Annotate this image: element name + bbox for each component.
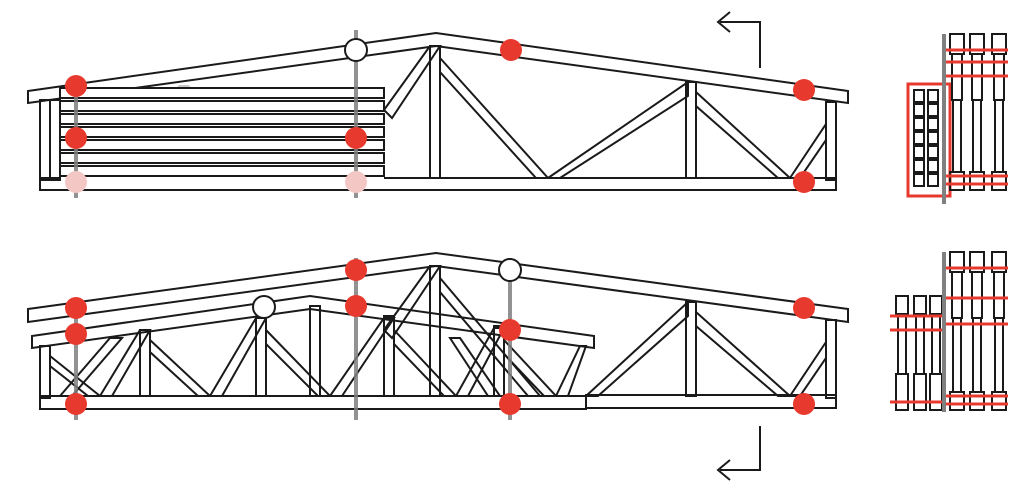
stack-end-post [39,99,61,181]
section-small-base [895,373,909,411]
connection-dot [499,393,521,415]
stack-plank [59,87,385,99]
connection-dot [500,39,522,61]
section-stack-plank [913,89,925,103]
section-stack-plank [927,103,939,117]
section-small-base [913,373,927,411]
section-small-cap [895,295,909,315]
connection-dot [345,295,367,317]
pivot-circle [344,38,368,62]
section-web [993,271,1005,319]
connection-dot [499,319,521,341]
section-stack-plank [913,173,925,187]
top-section-view [906,33,1008,204]
section-small-base [929,373,943,411]
connection-dot [345,259,367,281]
section-stack-plank [913,159,925,173]
top-stacked-planks [39,87,385,184]
connection-dot [65,297,87,319]
pivot-circle [252,295,276,319]
section-small-cap [913,295,927,315]
connection-dot [793,171,815,193]
connection-dot [345,171,367,193]
section-stack-plank [913,103,925,117]
top-main-truss-top-chord [27,31,849,105]
section-stack-plank [927,173,939,187]
bottom-secondary-truss-web [39,305,588,399]
connection-dot [345,127,367,149]
section-stack-plank [927,131,939,145]
stack-plank [59,152,385,164]
section-web [952,99,962,173]
section-arrow-bottom [716,426,761,481]
section-small-web [931,313,941,375]
section-arrow-top [716,11,761,68]
section-web [972,99,982,173]
pivot-circle [498,258,522,282]
stack-plank [59,165,385,177]
connection-dot [65,75,87,97]
pivot-points [252,38,522,319]
section-web [972,317,982,393]
section-chord-base [991,171,1007,191]
section-stack-plank [927,117,939,131]
connection-dot [793,297,815,319]
bottom-main-truss-web [382,265,827,397]
section-stack-plank [927,89,939,103]
section-stack-plank [913,117,925,131]
stack-plank [59,100,385,112]
section-small-web [915,313,925,375]
connection-points [65,39,815,415]
section-chord-base [969,391,985,411]
top-elevation-truss [27,31,849,191]
section-web [994,317,1004,393]
section-stack-plank [913,145,925,159]
connection-dot [65,171,87,193]
bottom-elevation-truss [27,251,849,410]
bottom-secondary-truss-top-chord [31,294,595,350]
section-web [971,271,983,319]
section-stack-plank [927,159,939,173]
section-web [994,99,1004,173]
connection-dot [65,323,87,345]
connection-dot [793,79,815,101]
connection-dot [65,127,87,149]
section-small-cap [929,295,943,315]
bottom-section-view [890,251,1008,412]
section-web [951,271,963,319]
stack-plank [59,113,385,125]
section-stack-plank [927,145,939,159]
section-small-web [897,313,907,375]
section-web [952,317,962,393]
stack-plank [59,126,385,138]
bottom-main-truss-end-post [825,319,837,399]
section-stack-outline [906,82,952,198]
section-stack-plank [913,131,925,145]
section-chord-base [991,391,1007,411]
section-chord-base [969,171,985,191]
bottom-main-truss-top-chord [27,251,849,324]
connection-dot [65,393,87,415]
stack-plank [59,139,385,151]
section-chord-base [949,171,965,191]
section-chord-base [949,391,965,411]
connection-dot [793,393,815,415]
